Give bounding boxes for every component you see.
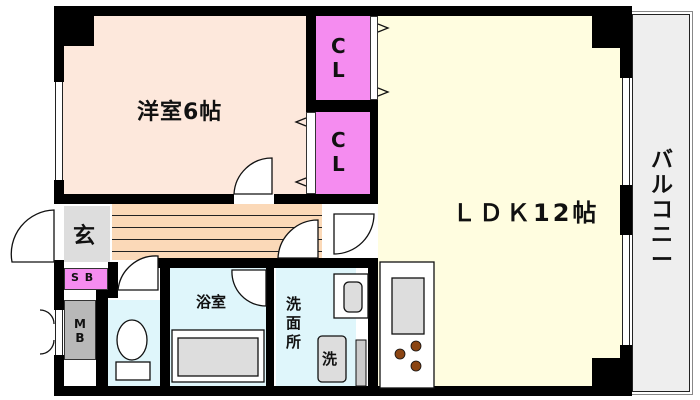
balcony	[629, 11, 693, 395]
corner-block-br	[592, 358, 632, 394]
label-balcony-char: バ	[650, 148, 673, 173]
meter-box	[64, 300, 96, 360]
label-balcony-char: ル	[650, 173, 673, 198]
wall-left-lower	[54, 260, 64, 310]
wall-closet-divider	[306, 100, 378, 112]
stove-burner	[410, 360, 422, 372]
closet-lower	[316, 112, 370, 194]
label-balcony-char: ニ	[650, 223, 673, 248]
closet-door-upper[interactable]	[370, 16, 378, 100]
label-closet-2-l: L	[331, 152, 345, 176]
wall-western-bottom-r	[274, 194, 378, 204]
door-washroom	[277, 219, 319, 259]
label-closet-2: C L	[331, 128, 346, 176]
wash-basin-fixture	[333, 273, 369, 319]
door-mb-upper	[39, 309, 55, 355]
stove-burner	[394, 348, 406, 360]
wall-closet-right	[370, 100, 378, 204]
wall-left-mid	[54, 180, 64, 200]
door-toilet	[117, 255, 159, 291]
label-washroom-char: 面	[286, 314, 302, 332]
wall-bottom	[54, 386, 632, 396]
kitchen-counter	[379, 261, 435, 389]
wall-toilet-bath	[160, 260, 170, 394]
wall-left-bottom	[54, 355, 64, 395]
label-washroom-char: 洗	[286, 295, 302, 313]
entrance	[64, 206, 110, 262]
stove-burner	[410, 340, 422, 352]
label-shoe-box: S B	[71, 271, 95, 284]
label-meter-box: M B	[74, 317, 86, 345]
toilet-fixture	[115, 319, 151, 381]
label-western-room: 洋室6帖	[137, 100, 223, 125]
label-washroom: 洗 面 所	[286, 295, 301, 352]
wall-western-bottom	[54, 194, 234, 204]
shoe-box	[64, 268, 108, 290]
label-washer: 洗	[322, 350, 338, 368]
corner-block-tr	[592, 6, 632, 48]
label-ldk: ＬＤＫ12帖	[452, 199, 600, 227]
washer-fixture	[317, 335, 347, 383]
wall-right-mid	[620, 185, 632, 235]
wall-wet-top	[158, 258, 374, 268]
door-western-room	[233, 157, 273, 195]
wall-sb-block	[96, 290, 108, 390]
wall-wet-right	[368, 258, 378, 394]
door-entrance	[10, 209, 55, 263]
wall-bath-wash	[266, 268, 274, 394]
label-meter-box-b: B	[75, 331, 85, 345]
wall-top	[54, 6, 632, 16]
window-ldk-upper[interactable]	[622, 78, 630, 185]
label-balcony-char: コ	[650, 198, 673, 223]
label-bathroom: 浴室	[196, 293, 227, 311]
window-ldk-lower[interactable]	[622, 235, 630, 345]
label-balcony: バ ル コ ニ ー	[650, 148, 674, 273]
label-closet-2-c: C	[331, 128, 346, 152]
door-ldk	[333, 213, 375, 255]
wall-sb-right	[108, 262, 118, 298]
bathtub-fixture	[171, 329, 265, 383]
label-closet-1: C L	[331, 34, 346, 82]
window-left[interactable]	[55, 82, 63, 180]
label-closet-1-l: L	[331, 58, 345, 82]
label-closet-1-c: C	[331, 34, 346, 58]
closet-door-arrows	[294, 23, 390, 187]
label-entrance: 玄	[73, 224, 96, 249]
door-bathroom	[231, 269, 267, 307]
corner-block-tl	[54, 6, 94, 46]
label-meter-box-m: M	[74, 317, 86, 331]
closet-door-lower[interactable]	[306, 112, 316, 194]
label-balcony-char: ー	[650, 248, 673, 273]
closet-upper	[316, 16, 370, 100]
fridge-slot	[355, 339, 367, 387]
label-washroom-char: 所	[286, 333, 302, 351]
window-mb[interactable]	[55, 310, 63, 355]
